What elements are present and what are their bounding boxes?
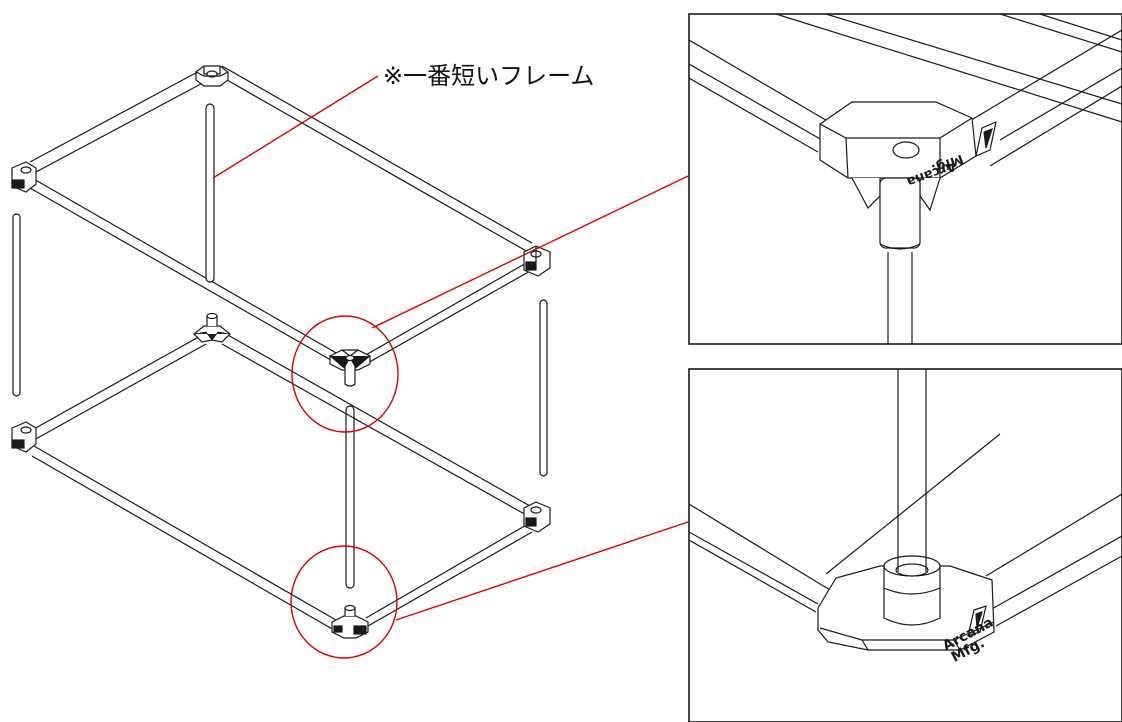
posts bbox=[12, 103, 548, 589]
bottom-right-connector bbox=[523, 501, 551, 533]
bottom-frame bbox=[31, 333, 533, 631]
bottom-detail-leader bbox=[395, 521, 689, 621]
top-left-connector bbox=[11, 161, 37, 193]
shortest-frame-leader bbox=[212, 75, 379, 179]
main-frame-view bbox=[11, 65, 551, 639]
top-front-connector bbox=[329, 349, 371, 387]
detail-view-bottom: Arcana Mfg. bbox=[688, 368, 1122, 722]
detail-view-top: Arcana Mfg. bbox=[688, 13, 1122, 345]
top-frame bbox=[29, 65, 533, 365]
bottom-connector-highlight bbox=[290, 545, 398, 659]
callouts bbox=[212, 75, 689, 659]
top-connector-highlight bbox=[291, 315, 399, 433]
top-detail-leader bbox=[371, 175, 689, 329]
bottom-front-connector bbox=[331, 604, 369, 639]
top-right-connector bbox=[523, 245, 551, 277]
top-back-connector bbox=[195, 65, 229, 87]
bottom-left-connector bbox=[11, 421, 37, 453]
bottom-back-connector bbox=[193, 312, 231, 343]
shortest-frame-label: ※一番短いフレーム bbox=[383, 62, 595, 90]
